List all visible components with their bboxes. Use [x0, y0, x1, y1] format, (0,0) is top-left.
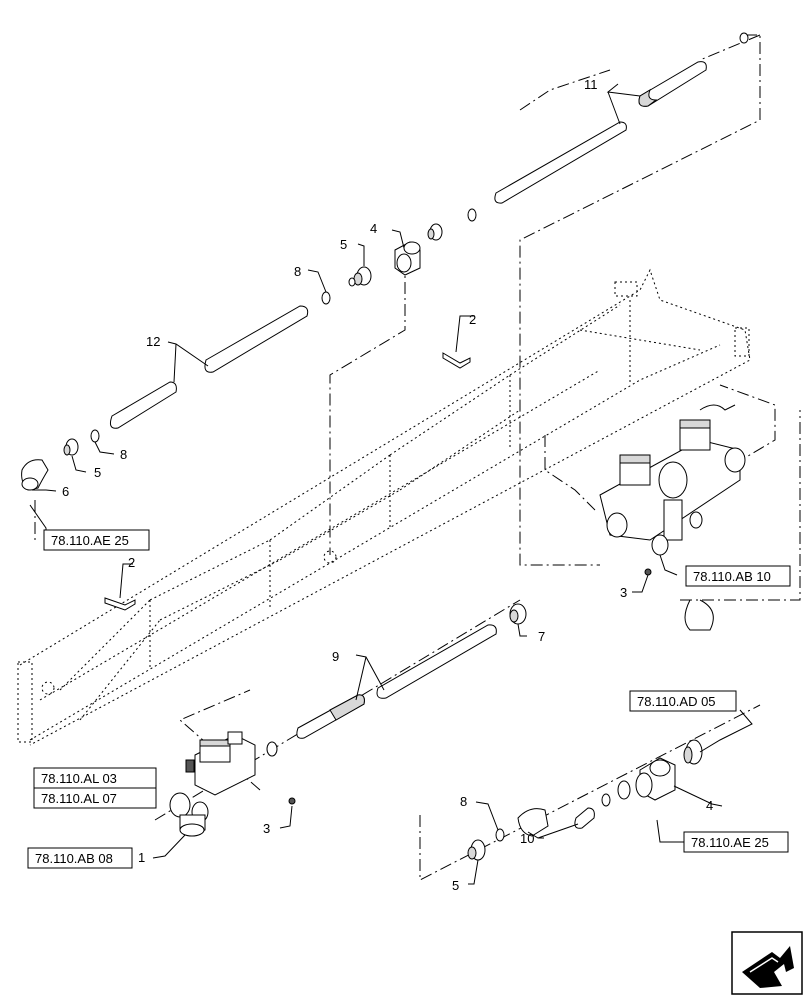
boom-frame [17, 268, 751, 746]
reference-boxes: 78.110.AE 25 78.110.AB 10 78.110.AD 05 7… [27, 529, 791, 869]
callout-9: 9 [332, 649, 339, 664]
tee-fitting-4-top [394, 241, 421, 276]
elbow-6 [21, 459, 49, 491]
valve-assembly-right [599, 404, 746, 631]
callout-1: 1 [138, 850, 145, 865]
callout-4-bottom: 4 [706, 798, 713, 813]
hose-11 [467, 32, 749, 222]
callout-12: 12 [146, 334, 160, 349]
svg-text:78.110.AD 05: 78.110.AD 05 [637, 694, 716, 709]
svg-text:78.110.AB 10: 78.110.AB 10 [693, 569, 771, 584]
svg-text:78.110.AB 08: 78.110.AB 08 [35, 851, 113, 866]
callout-10: 10 [520, 831, 534, 846]
valve-assembly-left [169, 731, 256, 837]
ref-al07[interactable]: 78.110.AL 07 [33, 787, 157, 809]
ref-ab08[interactable]: 78.110.AB 08 [27, 847, 133, 869]
screw-3-left [288, 797, 296, 805]
bracket-2-top [442, 352, 471, 369]
svg-text:78.110.AE 25: 78.110.AE 25 [691, 835, 769, 850]
screw-3-right [644, 568, 652, 576]
clamp-7 [509, 603, 527, 625]
callout-7: 7 [538, 629, 545, 644]
ref-al03[interactable]: 78.110.AL 03 [33, 767, 157, 789]
callout-2-top: 2 [469, 312, 476, 327]
callout-6: 6 [62, 484, 69, 499]
lower-right-assembly [467, 739, 703, 861]
fitting-top-right [427, 223, 443, 241]
nipple-5-top [348, 266, 372, 287]
ref-ae25-right[interactable]: 78.110.AE 25 [683, 831, 789, 853]
hose-9 [266, 624, 497, 757]
svg-text:78.110.AL 07: 78.110.AL 07 [41, 791, 117, 806]
navigation-arrow-icon[interactable] [731, 931, 803, 995]
callout-5-top: 5 [340, 237, 347, 252]
callout-2-left: 2 [128, 555, 135, 570]
callout-3-left: 3 [263, 821, 270, 836]
hose-12 [90, 305, 309, 443]
ref-ae25-left[interactable]: 78.110.AE 25 [43, 529, 150, 551]
clamp-8-top [321, 291, 331, 305]
callout-8-top: 8 [294, 264, 301, 279]
callout-5-bottom: 5 [452, 878, 459, 893]
svg-text:78.110.AE 25: 78.110.AE 25 [51, 533, 129, 548]
callout-4-top: 4 [370, 221, 377, 236]
callout-11: 11 [584, 77, 598, 92]
callout-5-left: 5 [94, 465, 101, 480]
callout-8-bottom: 8 [460, 794, 467, 809]
svg-text:78.110.AL 03: 78.110.AL 03 [41, 771, 117, 786]
callout-labels: 11 4 5 8 12 2 8 5 6 2 3 7 9 3 1 4 8 10 5 [62, 77, 713, 893]
ref-ab10[interactable]: 78.110.AB 10 [685, 565, 791, 587]
nipple-5-left [63, 438, 79, 456]
callout-3-right: 3 [620, 585, 627, 600]
bracket-2-left [104, 597, 136, 611]
ref-ad05[interactable]: 78.110.AD 05 [629, 690, 737, 712]
callout-8-left: 8 [120, 447, 127, 462]
